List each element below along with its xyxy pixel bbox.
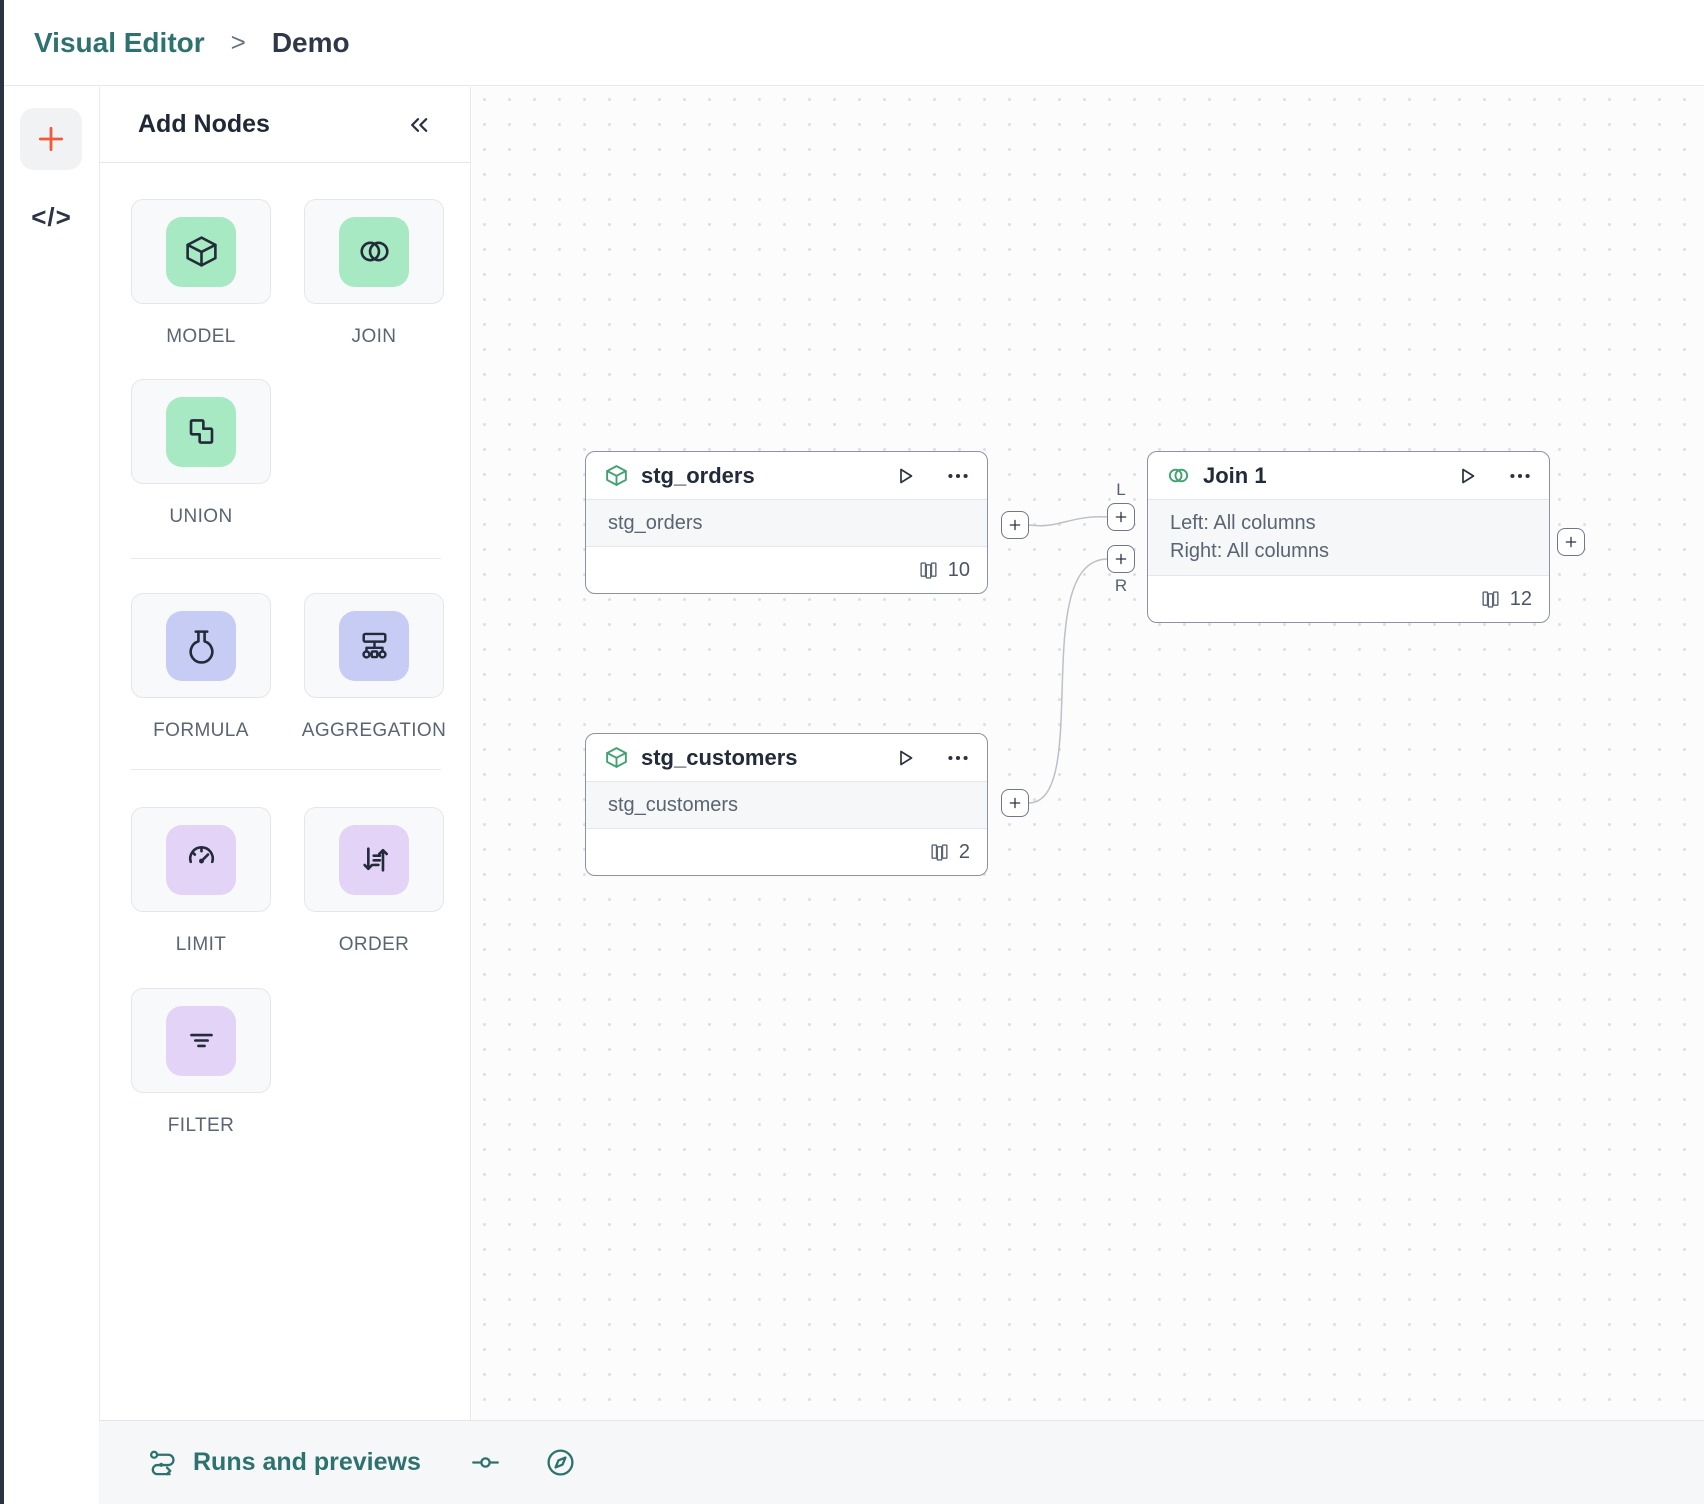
- collapse-panel-button[interactable]: [404, 111, 432, 139]
- columns-icon: [1480, 589, 1501, 610]
- union-icon: [166, 397, 236, 467]
- cube-icon: [166, 217, 236, 287]
- breadcrumb: Visual Editor > Demo: [4, 0, 1704, 86]
- node-source: stg_orders: [586, 499, 987, 547]
- node-stg-customers[interactable]: stg_customers stg_customers: [585, 733, 988, 876]
- panel-divider: [131, 558, 441, 559]
- plus-icon: [1008, 518, 1022, 532]
- run-node-button[interactable]: [891, 744, 919, 772]
- node-footer: 10: [586, 547, 987, 593]
- flask-icon: [166, 611, 236, 681]
- column-count: 10: [948, 559, 970, 582]
- bottom-status-bar: Runs and previews: [99, 1420, 1704, 1504]
- columns-icon: [918, 560, 939, 581]
- venn-icon: [1166, 463, 1191, 488]
- plus-icon: [1564, 535, 1578, 549]
- port-label-right: R: [1107, 576, 1135, 596]
- plus-icon: [1008, 796, 1022, 810]
- palette-item-model[interactable]: MODEL: [131, 199, 271, 348]
- add-nodes-panel: Add Nodes MODEL JOIN UNION: [99, 87, 471, 1420]
- node-stg-orders[interactable]: stg_orders stg_orders: [585, 451, 988, 594]
- play-icon: [893, 464, 917, 488]
- output-handle-join[interactable]: [1557, 528, 1585, 556]
- breadcrumb-visual-editor[interactable]: Visual Editor: [34, 27, 205, 59]
- compass-icon: [545, 1447, 576, 1478]
- run-node-button[interactable]: [1453, 462, 1481, 490]
- code-view-button[interactable]: </>: [4, 195, 99, 239]
- sort-icon: [339, 825, 409, 895]
- input-handle-join-left[interactable]: [1107, 503, 1135, 531]
- node-menu-button[interactable]: [1505, 461, 1535, 491]
- gauge-icon: [166, 825, 236, 895]
- output-handle-stg-orders[interactable]: [1001, 511, 1029, 539]
- plus-icon: [35, 123, 67, 155]
- column-count: 12: [1510, 588, 1532, 611]
- left-toolbar: </>: [4, 87, 99, 1504]
- plus-icon: [1114, 552, 1128, 566]
- route-icon: [147, 1447, 178, 1478]
- node-source: stg_customers: [586, 781, 987, 829]
- input-handle-join-right[interactable]: [1107, 545, 1135, 573]
- play-icon: [893, 746, 917, 770]
- node-footer: 12: [1148, 576, 1549, 622]
- venn-icon: [339, 217, 409, 287]
- run-node-button[interactable]: [891, 462, 919, 490]
- node-join-1[interactable]: Join 1 Left: All columns Right: All colu…: [1147, 451, 1550, 623]
- palette-item-filter[interactable]: FILTER: [131, 988, 271, 1137]
- cube-icon: [604, 745, 629, 770]
- node-footer: 2: [586, 829, 987, 875]
- panel-divider: [131, 769, 441, 770]
- git-commit-icon: [470, 1447, 501, 1478]
- plus-icon: [1114, 510, 1128, 524]
- panel-title: Add Nodes: [138, 110, 270, 139]
- compass-button[interactable]: [545, 1447, 576, 1478]
- ellipsis-icon: [1507, 463, 1533, 489]
- play-icon: [1455, 464, 1479, 488]
- output-handle-stg-customers[interactable]: [1001, 789, 1029, 817]
- node-menu-button[interactable]: [943, 743, 973, 773]
- ellipsis-icon: [945, 463, 971, 489]
- breadcrumb-separator: >: [231, 27, 246, 58]
- port-label-left: L: [1107, 480, 1135, 500]
- palette-item-aggregation[interactable]: AGGREGATION: [304, 593, 444, 742]
- columns-icon: [929, 842, 950, 863]
- palette-item-limit[interactable]: LIMIT: [131, 807, 271, 956]
- add-node-button[interactable]: [20, 108, 82, 170]
- node-join-config: Left: All columns Right: All columns: [1148, 499, 1549, 576]
- flow-canvas[interactable]: stg_orders stg_orders: [472, 87, 1704, 1420]
- palette-item-order[interactable]: ORDER: [304, 807, 444, 956]
- palette-item-join[interactable]: JOIN: [304, 199, 444, 348]
- palette-item-union[interactable]: UNION: [131, 379, 271, 528]
- palette-item-formula[interactable]: FORMULA: [131, 593, 271, 742]
- node-menu-button[interactable]: [943, 461, 973, 491]
- runs-and-previews-button[interactable]: Runs and previews: [147, 1447, 421, 1478]
- add-nodes-panel-header: Add Nodes: [100, 87, 470, 163]
- chevrons-left-icon: [404, 111, 432, 139]
- commit-button[interactable]: [470, 1447, 501, 1478]
- cube-icon: [604, 463, 629, 488]
- aggregation-icon: [339, 611, 409, 681]
- ellipsis-icon: [945, 745, 971, 771]
- breadcrumb-current-demo: Demo: [272, 27, 350, 59]
- column-count: 2: [959, 841, 970, 864]
- filter-icon: [166, 1006, 236, 1076]
